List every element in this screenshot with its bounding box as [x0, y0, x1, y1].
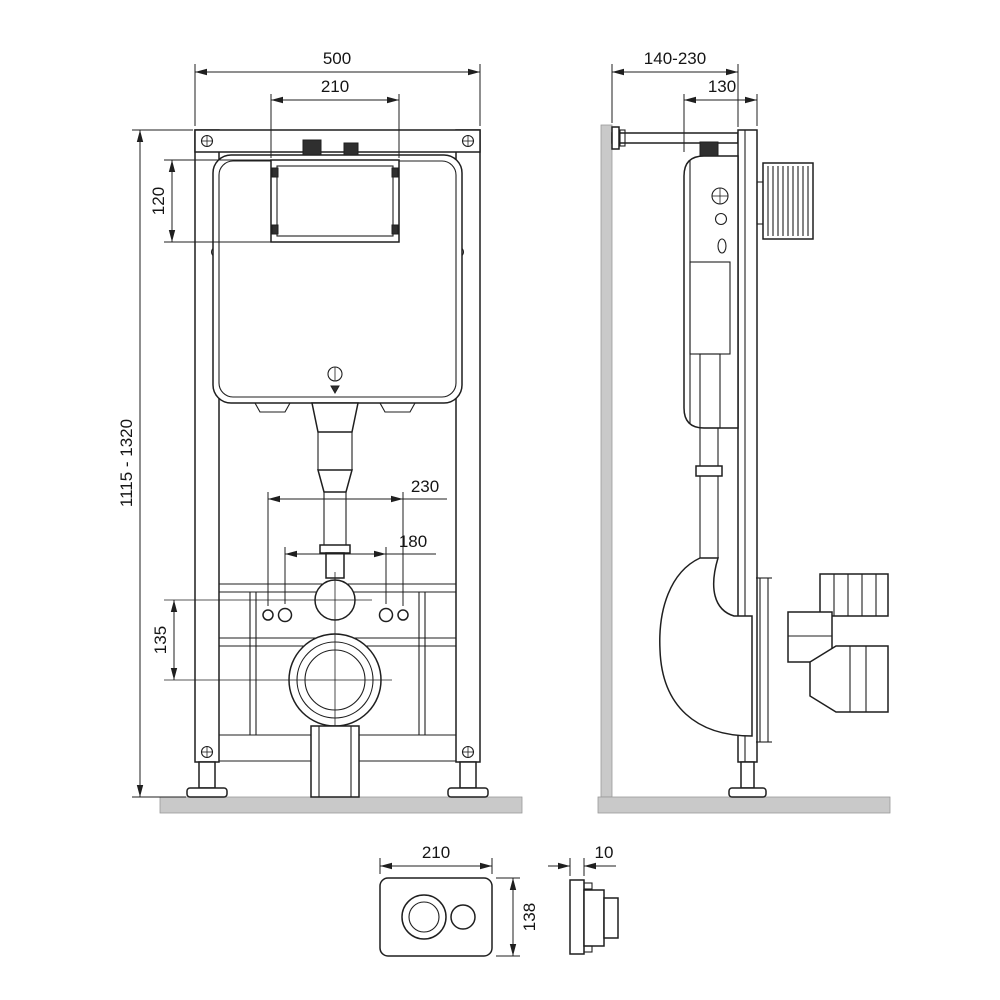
front-fixing-inner-label: 180 — [399, 532, 427, 551]
plate-width-label: 210 — [422, 843, 450, 862]
side-depth-range-label: 140-230 — [644, 49, 706, 68]
side-corrugated-sleeve — [756, 162, 814, 240]
side-valve-details — [711, 187, 729, 254]
flush-button-small — [450, 904, 476, 930]
cistern-access-opening — [270, 159, 400, 243]
front-width-label: 500 — [323, 49, 351, 68]
side-drain-elbow — [659, 557, 753, 737]
dimension-side-frame-depth: 130 — [683, 77, 758, 152]
side-foot — [728, 761, 767, 798]
side-wall — [600, 124, 613, 798]
dimension-plate-thickness: 10 — [548, 843, 616, 876]
side-flush-connector — [819, 573, 889, 617]
plate-thickness-label: 10 — [595, 843, 614, 862]
front-floor — [159, 796, 523, 814]
side-cistern — [683, 141, 739, 429]
dimension-plate-height: 138 — [496, 877, 539, 957]
front-outlet-height-label: 135 — [151, 626, 170, 654]
front-flush-pipe — [311, 402, 359, 579]
side-dimensions: 140-230 130 — [611, 49, 758, 152]
plate-side-mechanism-step — [603, 897, 619, 939]
dimension-front-width: 500 — [194, 49, 481, 126]
front-opening-width-label: 210 — [321, 77, 349, 96]
dimension-front-opening-height: 120 — [149, 159, 271, 243]
side-frame-depth-label: 130 — [708, 77, 736, 96]
plate-height-label: 138 — [520, 903, 539, 931]
flush-valve-mark — [327, 366, 343, 395]
plate-side-panel — [569, 879, 585, 955]
side-floor — [597, 796, 891, 814]
cistern-shoulder — [379, 402, 416, 413]
front-drain-pipe-lower — [310, 725, 360, 798]
frame-corner-bolt — [200, 134, 475, 759]
dimension-side-depth-range: 140-230 — [611, 49, 739, 127]
plate-side-clip — [583, 945, 593, 953]
side-drain-connector — [787, 611, 889, 713]
dimension-plate-width: 210 — [379, 843, 493, 874]
front-height-range-label: 1115 - 1320 — [117, 419, 136, 507]
dimension-front-fixing-outer: 230 — [267, 477, 447, 606]
dimension-front-height-range: 1115 - 1320 — [117, 129, 193, 798]
plate-side-mechanism — [583, 889, 605, 947]
flush-button-large — [401, 894, 447, 940]
front-dimensions: 500 210 120 1115 - 1320 135 — [117, 49, 481, 798]
dimension-front-opening-width: 210 — [270, 77, 400, 158]
cistern-shoulder — [254, 402, 291, 413]
flush-plate-front-view — [379, 877, 493, 957]
front-feet — [186, 761, 489, 798]
front-fixing-outer-label: 230 — [411, 477, 439, 496]
flush-plate-side-view — [569, 879, 619, 955]
dimension-front-outlet-height: 135 — [151, 600, 178, 680]
side-view — [597, 124, 891, 814]
cistern-top-fitting — [343, 142, 359, 156]
side-flush-down-pipe — [695, 428, 723, 558]
flush-button-large-inner — [408, 901, 440, 933]
dimension-front-fixing-inner: 180 — [284, 532, 436, 604]
side-cistern-top-fitting — [699, 141, 719, 157]
front-cistern — [212, 139, 463, 413]
side-wall-bracket — [611, 126, 739, 150]
flush-plate-dimensions: 210 138 10 — [379, 843, 616, 957]
cistern-top-fitting — [302, 139, 322, 156]
front-view — [159, 129, 523, 814]
plate-side-clip — [583, 882, 593, 890]
front-fixing-holes — [262, 607, 409, 623]
front-opening-height-label: 120 — [149, 187, 168, 215]
side-mounting-bracket — [756, 577, 772, 743]
